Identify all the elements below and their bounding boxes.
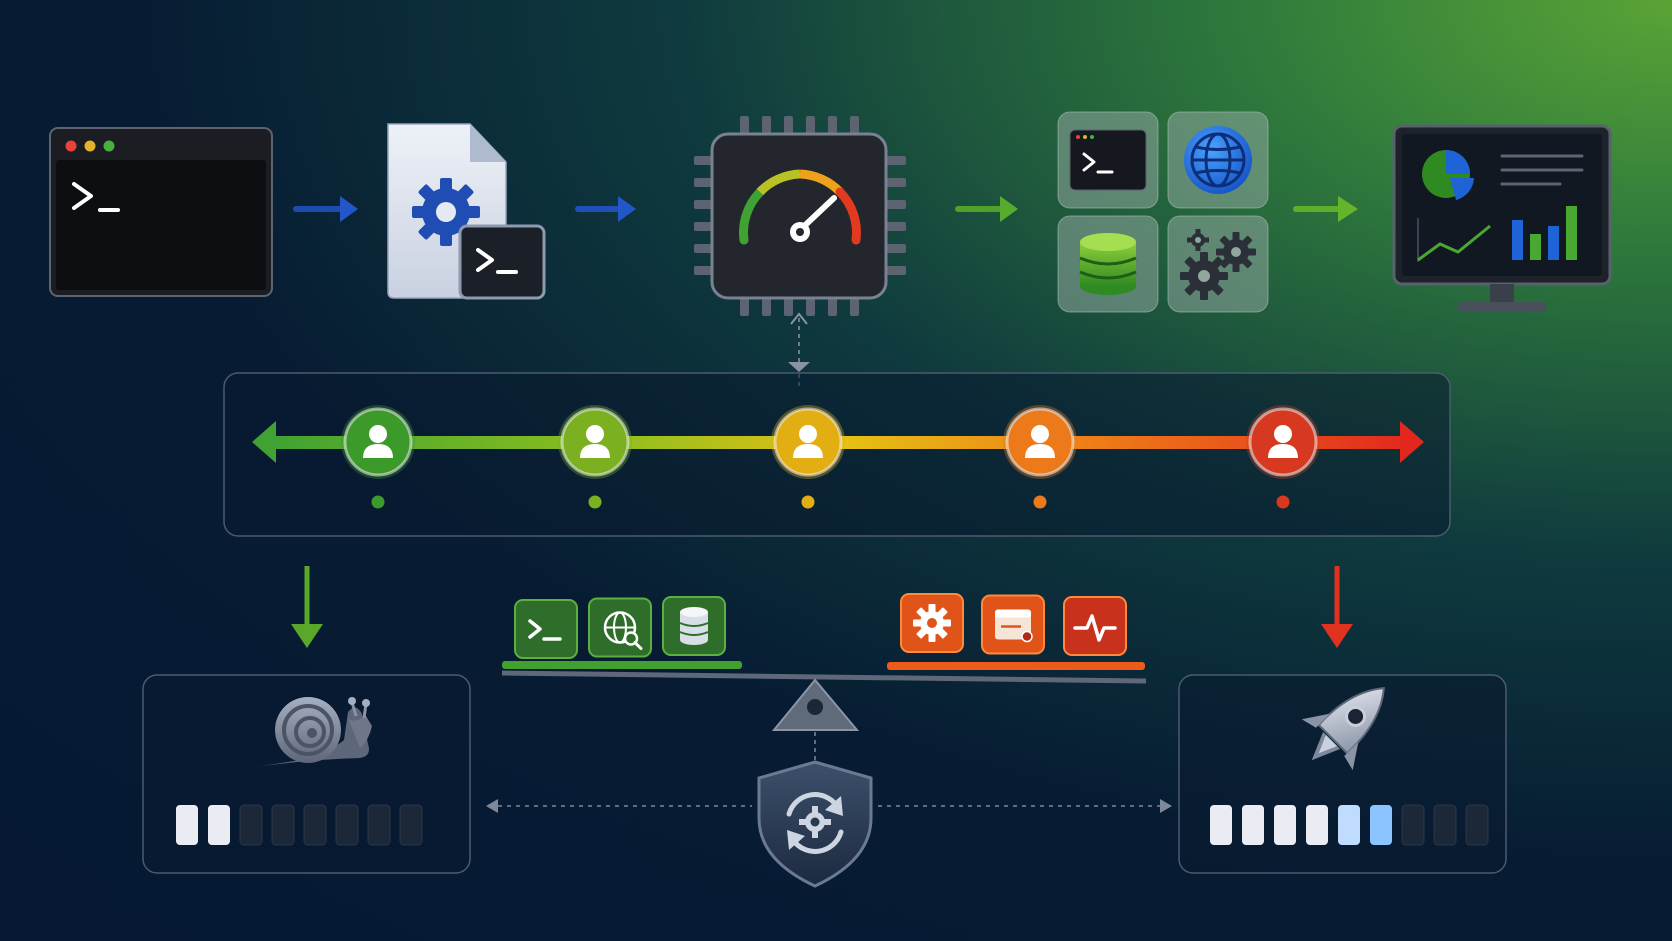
scale-marker-dot bbox=[801, 495, 815, 509]
minimize-dot-icon bbox=[84, 140, 96, 152]
level-bar-empty bbox=[1433, 804, 1457, 846]
arrow-left-icon bbox=[252, 421, 276, 463]
fast-performance-panel bbox=[1178, 674, 1507, 874]
slow-level-bars bbox=[176, 804, 423, 846]
user-icon bbox=[1268, 425, 1298, 458]
processor-chip bbox=[694, 116, 906, 316]
user-icon bbox=[1025, 425, 1055, 458]
left-weight-blocks bbox=[514, 596, 726, 659]
pulse-block bbox=[1063, 596, 1127, 656]
terminal-window bbox=[49, 127, 273, 297]
close-dot-icon bbox=[65, 140, 77, 152]
database-icon bbox=[1079, 233, 1137, 295]
down-arrow-left bbox=[291, 566, 323, 648]
down-arrow-right bbox=[1321, 566, 1353, 648]
scale-marker-dot bbox=[1033, 495, 1047, 509]
snail-icon bbox=[250, 697, 372, 768]
level-bar-empty bbox=[399, 804, 423, 846]
gear-block bbox=[900, 593, 964, 653]
level-bar-empty bbox=[303, 804, 327, 846]
scale-marker-dot bbox=[371, 495, 385, 509]
user-node-4 bbox=[1003, 405, 1077, 509]
gear-icon bbox=[412, 178, 480, 246]
level-bar-filled bbox=[1242, 805, 1264, 845]
text-lines-icon bbox=[1500, 154, 1584, 186]
level-bar-empty bbox=[1401, 804, 1425, 846]
pulse-icon bbox=[1073, 614, 1117, 642]
slow-performance-panel bbox=[142, 674, 471, 874]
speedometer-icon bbox=[739, 169, 861, 245]
balance-scale bbox=[501, 593, 1147, 760]
flow-arrow-2 bbox=[575, 196, 636, 222]
maximize-dot-icon bbox=[103, 140, 115, 152]
config-script-file bbox=[387, 123, 546, 300]
user-icon bbox=[363, 425, 393, 458]
globe-search-icon bbox=[603, 611, 643, 650]
level-bar-empty bbox=[271, 804, 295, 846]
user-node-3 bbox=[771, 405, 845, 509]
level-bar-filled bbox=[1338, 805, 1360, 845]
database-icon bbox=[679, 607, 709, 645]
fast-level-bars bbox=[1210, 804, 1489, 846]
level-bar-filled bbox=[1370, 805, 1392, 845]
user-icon bbox=[580, 425, 610, 458]
bar-chart-icon bbox=[1512, 206, 1577, 260]
flow-arrow-4 bbox=[1293, 196, 1358, 222]
terminal-prompt-icon bbox=[72, 182, 120, 212]
level-bar-filled bbox=[1210, 805, 1232, 845]
shield-sync-gear-icon bbox=[757, 760, 873, 888]
terminal-tile-icon bbox=[1069, 129, 1147, 191]
browser-window-icon bbox=[995, 609, 1033, 643]
level-bar-empty bbox=[335, 804, 359, 846]
level-bar-filled bbox=[176, 805, 198, 845]
flow-arrow-1 bbox=[293, 196, 358, 222]
user-scale-panel bbox=[223, 372, 1451, 537]
level-bar-filled bbox=[1274, 805, 1296, 845]
arrow-right-icon bbox=[1400, 421, 1424, 463]
gear-icon bbox=[913, 604, 951, 642]
line-chart-icon bbox=[1417, 218, 1491, 262]
rocket-icon bbox=[1301, 687, 1385, 771]
user-icon bbox=[793, 425, 823, 458]
terminal-block bbox=[514, 599, 578, 659]
browser-window-block bbox=[981, 594, 1045, 655]
user-node-5 bbox=[1246, 405, 1320, 509]
flow-arrow-3 bbox=[955, 196, 1018, 222]
user-node-1 bbox=[341, 405, 415, 509]
gears-icon bbox=[1180, 229, 1256, 300]
user-nodes bbox=[341, 405, 1320, 509]
database-block bbox=[662, 596, 726, 656]
level-bar-filled bbox=[1306, 805, 1328, 845]
scale-marker-dot bbox=[588, 495, 602, 509]
terminal-icon bbox=[528, 619, 562, 641]
globe-icon bbox=[1184, 126, 1252, 194]
globe-search-block bbox=[588, 597, 652, 658]
pie-chart-icon bbox=[1422, 150, 1474, 200]
level-bar-empty bbox=[1465, 804, 1489, 846]
service-tiles bbox=[1057, 111, 1269, 313]
scale-marker-dot bbox=[1276, 495, 1290, 509]
monitor-dashboard bbox=[1392, 124, 1612, 311]
panel-connector bbox=[486, 799, 1172, 813]
level-bar-empty bbox=[367, 804, 391, 846]
right-weight-blocks bbox=[900, 593, 1127, 656]
user-node-2 bbox=[558, 405, 632, 509]
level-bar-empty bbox=[239, 804, 263, 846]
level-bar-filled bbox=[208, 805, 230, 845]
terminal-badge-icon bbox=[458, 224, 546, 300]
